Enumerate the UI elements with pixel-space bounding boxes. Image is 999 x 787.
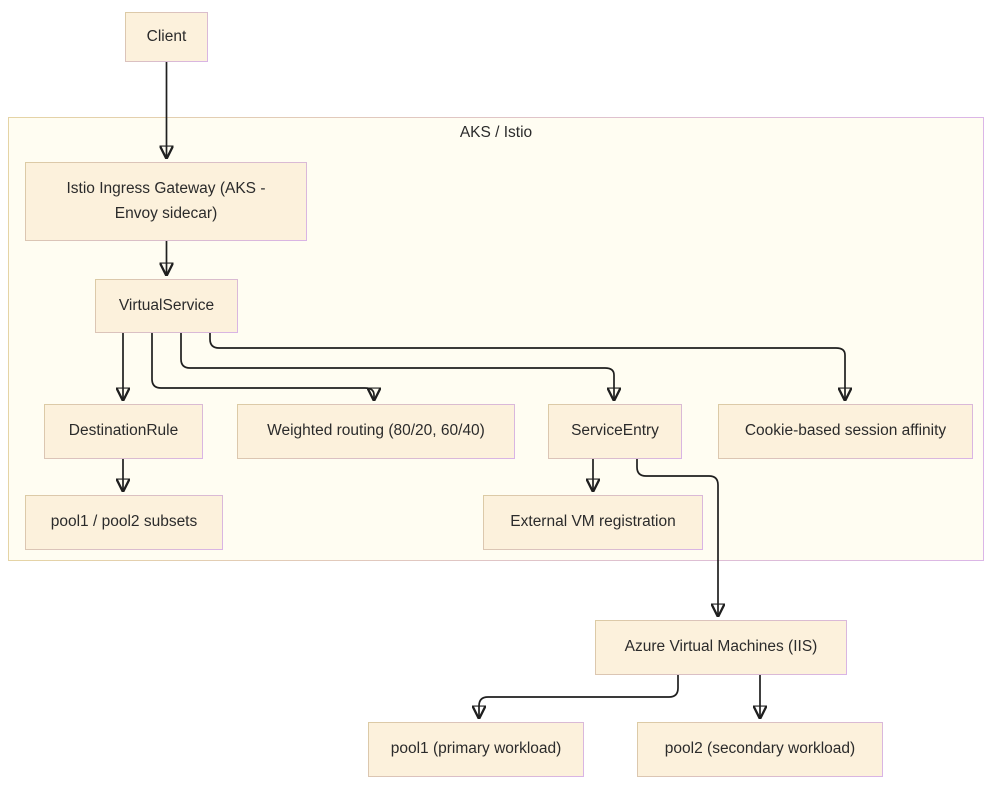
node-serviceentry-label: ServiceEntry [571, 422, 659, 440]
edge-virtualservice-to-serviceentry [180, 333, 614, 399]
node-cookie-session-affinity: Cookie-based session affinity [718, 404, 973, 459]
node-virtualservice: VirtualService [95, 279, 238, 333]
node-azure-virtual-machines-label: Azure Virtual Machines (IIS) [624, 638, 818, 656]
cluster-aks-istio-label: AKS / Istio [459, 124, 533, 141]
node-pool1-primary-label: pool1 (primary workload) [390, 740, 562, 758]
edge-virtualservice-to-weighted [151, 333, 374, 399]
node-external-vm-registration: External VM registration [483, 495, 703, 550]
node-virtualservice-label: VirtualService [118, 296, 215, 314]
edge-serviceentry-to-azurevm [636, 459, 718, 615]
node-pool-subsets: pool1 / pool2 subsets [25, 495, 223, 550]
node-weighted-routing: Weighted routing (80/20, 60/40) [237, 404, 515, 459]
node-pool2-secondary: pool2 (secondary workload) [637, 722, 883, 777]
node-pool2-secondary-label: pool2 (secondary workload) [664, 740, 856, 758]
node-client-label: Client [146, 27, 187, 45]
node-azure-virtual-machines: Azure Virtual Machines (IIS) [595, 620, 847, 675]
node-weighted-routing-label: Weighted routing (80/20, 60/40) [267, 422, 485, 440]
node-pool-subsets-label: pool1 / pool2 subsets [50, 513, 198, 531]
node-istio-ingress-gateway-label: Istio Ingress Gateway (AKS - Envoy sidec… [66, 180, 266, 222]
node-client: Client [125, 12, 208, 62]
node-destinationrule-label: DestinationRule [68, 422, 179, 440]
node-cookie-session-affinity-label: Cookie-based session affinity [744, 422, 947, 440]
node-istio-ingress-gateway: Istio Ingress Gateway (AKS - Envoy sidec… [25, 162, 307, 241]
node-serviceentry: ServiceEntry [548, 404, 682, 459]
edge-virtualservice-to-cookie [209, 333, 845, 399]
edge-azurevm-to-pool1 [479, 675, 679, 717]
node-pool1-primary: pool1 (primary workload) [368, 722, 584, 777]
node-external-vm-registration-label: External VM registration [510, 513, 676, 531]
node-destinationrule: DestinationRule [44, 404, 203, 459]
